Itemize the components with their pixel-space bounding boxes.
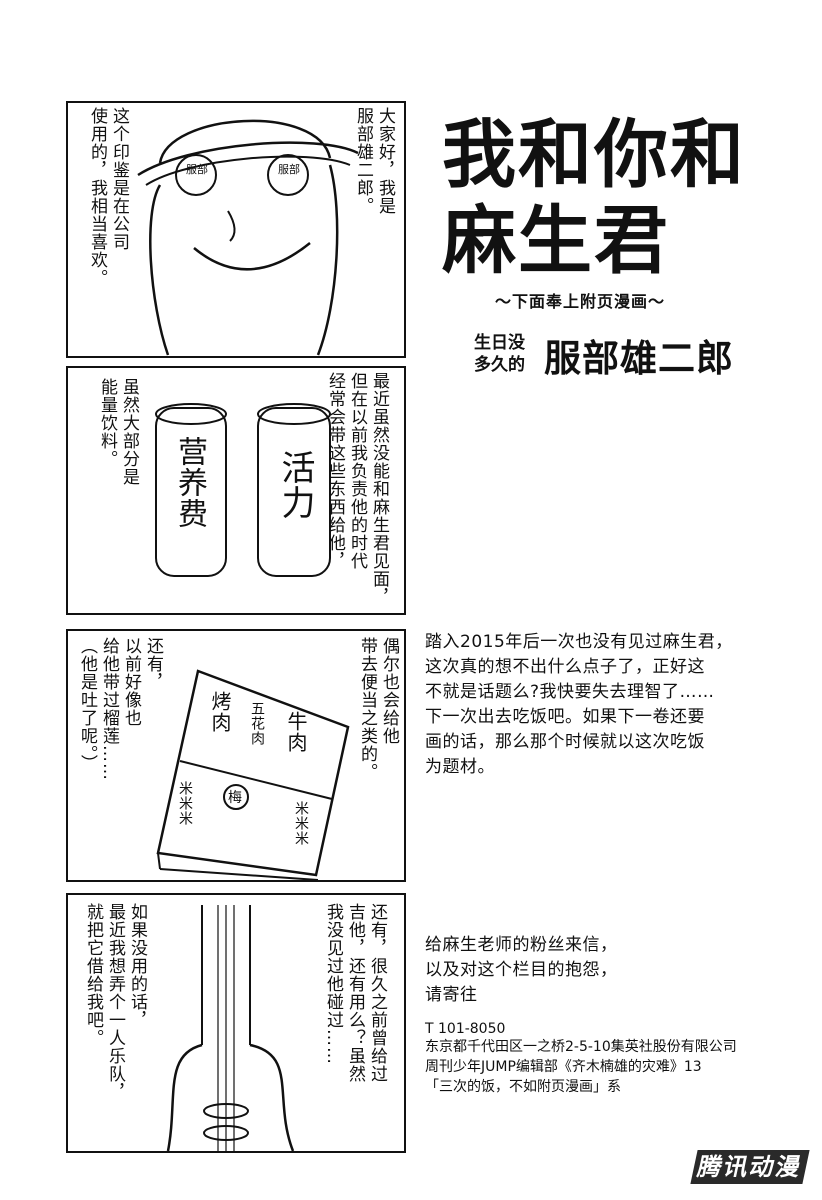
face-drawing xyxy=(137,119,359,356)
panel2-speech-left: 虽然大部分是 能量饮料。 xyxy=(97,378,139,486)
page-title-line1: 我和你和 xyxy=(442,112,746,198)
bento-item-1: 烤肉 xyxy=(208,691,232,733)
panel-3: 烤肉 五花肉 牛肉 梅 米米米 米米米 偶尔也会给他 带去便当之类的。 还有， … xyxy=(66,629,406,882)
panel-4: 还有，很久之前曾给过 吉他，还有用么？虽然 我没见过他碰过…… 如果没用的话， … xyxy=(66,893,406,1153)
rice-mark-right: 米米米 xyxy=(293,801,309,846)
author-name: 服部雄二郎 xyxy=(544,337,734,380)
seal-left: 服部 xyxy=(186,163,208,176)
guitar-drawing xyxy=(166,905,295,1151)
panel3-speech-left: 还有， 以前好像也 给他带过榴莲…… （他是吐了呢。） xyxy=(77,637,163,781)
seal-right: 服部 xyxy=(278,163,300,176)
panel-2: 活力 营养费 最近虽然没能和麻生君见面， 但在以前我负责他的时代 经常会带这些东… xyxy=(66,366,406,615)
panel2-speech-right: 最近虽然没能和麻生君见面， 但在以前我负责他的时代 经常会带这些东西给他， xyxy=(325,372,389,606)
panel4-speech-right: 还有，很久之前曾给过 吉他，还有用么？虽然 我没见过他碰过…… xyxy=(323,903,387,1083)
bento-drawing xyxy=(156,669,350,880)
fan-mail-note: 给麻生老师的粉丝来信， 以及对这个栏目的抱怨， 请寄往 xyxy=(425,935,618,1005)
page-title-line2: 麻生君 xyxy=(442,198,670,284)
bento-item-3: 牛肉 xyxy=(284,711,308,753)
watermark-logo: 腾讯动漫 xyxy=(690,1150,810,1184)
author-comment: 踏入2015年后一次也没有见过麻生君， 这次真的想不出什么点子了，正好这 不就是… xyxy=(425,632,733,777)
cans-drawing xyxy=(155,403,331,577)
page-subtitle: ～下面奉上附页漫画～ xyxy=(495,292,666,311)
can-label-vitality: 活力 xyxy=(275,450,315,520)
panel3-speech-right: 偶尔也会给他 带去便当之类的。 xyxy=(357,637,399,781)
panel1-speech-left: 这个印鉴是在公司 使用的，我相当喜欢。 xyxy=(87,107,129,287)
panel-1: 服部 服部 大家好，我是 服部雄二郎。 这个印鉴是在公司 使用的，我相当喜欢。 xyxy=(66,101,406,358)
can-label-nutrition: 营养费 xyxy=(172,436,207,529)
address-line-3: 「三次的饭，不如附页漫画」系 xyxy=(425,1079,621,1095)
address-line-1: 东京都千代田区一之桥2-5-10集英社股份有限公司 xyxy=(425,1039,737,1055)
address-postal-code: T 101-8050 xyxy=(425,1021,506,1037)
address-line-2: 周刊少年JUMP编辑部《齐木楠雄的灾难》13 xyxy=(425,1059,702,1075)
bento-item-2: 五花肉 xyxy=(249,701,265,746)
rice-mark-left: 米米米 xyxy=(177,781,193,826)
bento-center-plum: 梅 xyxy=(228,790,242,806)
panel1-speech-right: 大家好，我是 服部雄二郎。 xyxy=(353,107,395,215)
panel4-speech-left: 如果没用的话， 最近我想弄个一人乐队， 就把它借给我吧。 xyxy=(83,903,147,1101)
author-note: 生日没多久的 xyxy=(474,333,525,375)
